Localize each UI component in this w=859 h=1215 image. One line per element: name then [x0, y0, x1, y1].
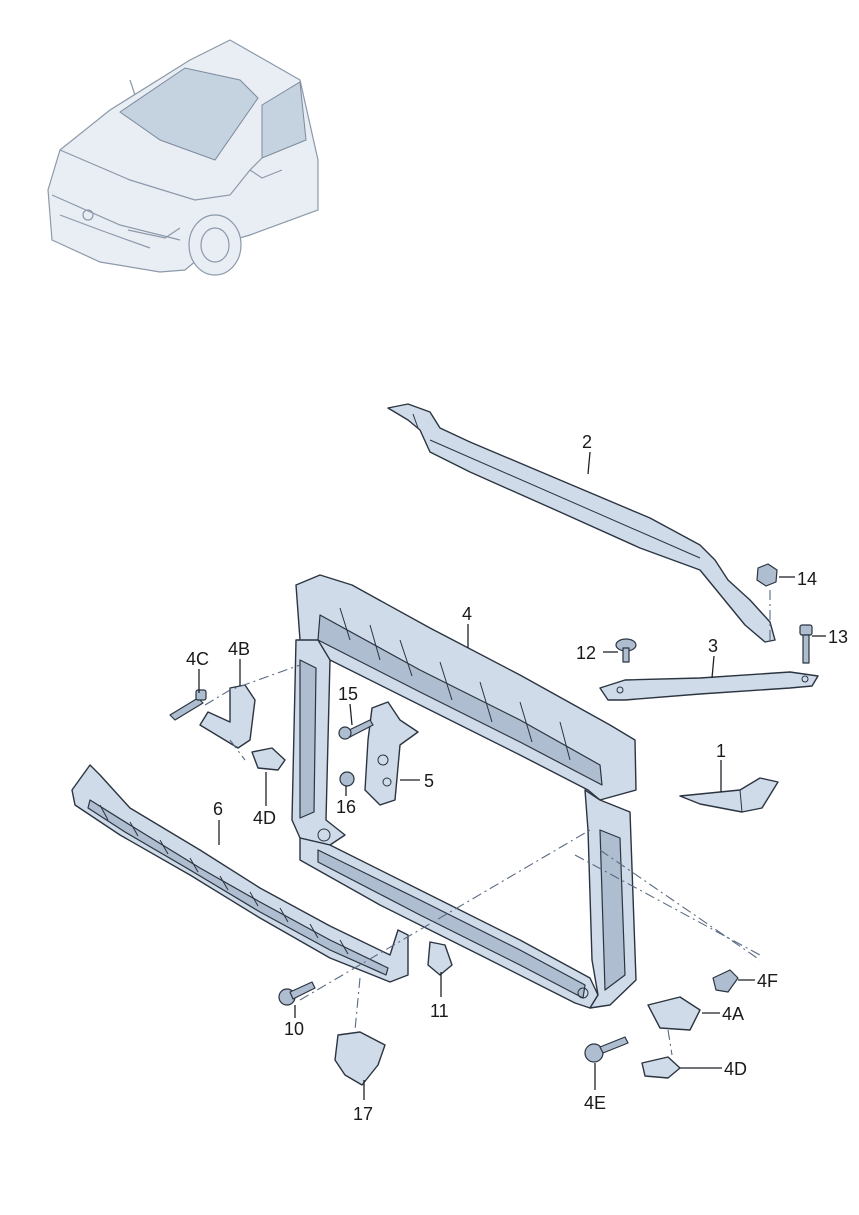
hardware: [169, 563, 813, 1086]
callout-4D-left: 4D: [253, 808, 276, 828]
part-4-lock-carrier: [291, 574, 637, 1009]
callout-4: 4: [462, 604, 472, 624]
callout-5: 5: [424, 771, 434, 791]
part-6-bumper-bracket: [71, 764, 409, 983]
part-5-bracket: [364, 701, 419, 806]
callout-12: 12: [576, 643, 596, 663]
callout-1: 1: [716, 741, 726, 761]
callout-2: 2: [582, 432, 592, 452]
leader-lines: [198, 451, 826, 1100]
callout-4B-label: 4B: [228, 639, 250, 659]
callout-3: 3: [708, 636, 718, 656]
part-2-upper-crossmember: [387, 403, 776, 643]
callout-13: 13: [828, 627, 848, 647]
callout-4D-right: 4D: [724, 1059, 747, 1079]
assembly-lines: [204, 590, 771, 1056]
callout-16: 16: [336, 797, 356, 817]
part-1-bracket: [679, 777, 779, 813]
vehicle-thumbnail: [47, 39, 319, 276]
callout-number-6: 6: [213, 799, 223, 819]
part-3-strut: [599, 671, 819, 701]
callout-10-label: 10: [284, 1019, 304, 1039]
callout-4A: 4A: [722, 1004, 744, 1024]
callout-4F: 4F: [757, 971, 778, 991]
callout-4C: 4C: [186, 649, 209, 669]
callout-11-label: 11: [430, 1001, 449, 1021]
callout-15: 15: [338, 684, 358, 704]
callout-4E-text: 4E: [584, 1093, 606, 1113]
callout-17: 17: [353, 1104, 373, 1124]
callout-labels: 2 4 3 1 14 13 12 15 5 16 4B 4C 4D 6 10 1…: [186, 432, 848, 1124]
callout-14: 14: [797, 569, 817, 589]
